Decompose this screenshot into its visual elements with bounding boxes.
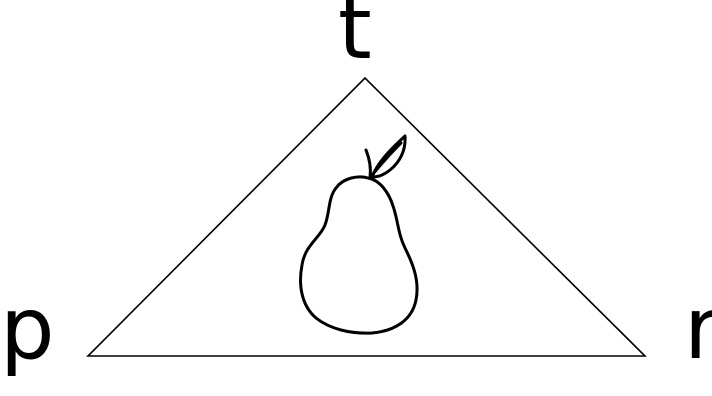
pear-icon	[301, 136, 418, 333]
pear-leaf-vein	[373, 143, 401, 174]
vertex-label-top: t	[338, 0, 372, 72]
vertex-label-right: r	[684, 286, 712, 372]
triangle-outline	[88, 78, 645, 356]
pear-stem	[366, 150, 370, 178]
pear-body	[301, 177, 418, 333]
vertex-label-left: p	[0, 286, 55, 372]
